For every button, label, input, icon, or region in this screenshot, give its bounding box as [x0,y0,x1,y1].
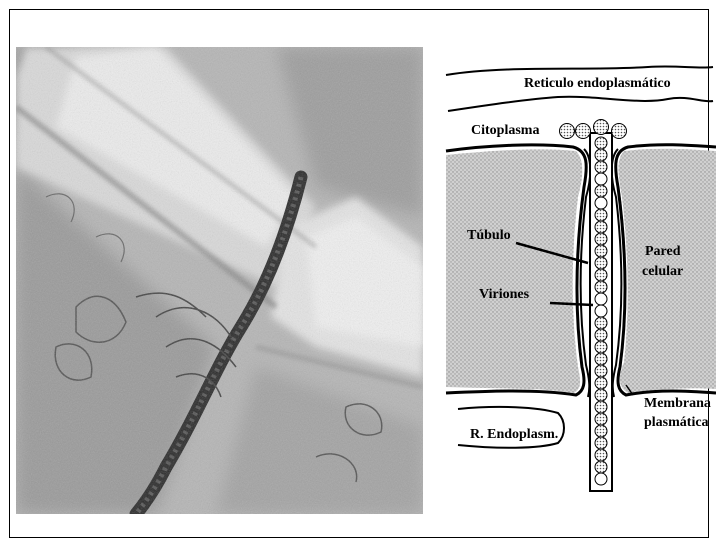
virion-column [595,137,607,485]
label-tubulo: Túbulo [467,228,511,244]
label-reticulo: Reticulo endoplasmático [524,76,671,92]
label-membrana-2: plasmática [644,415,709,431]
label-membrana-1: Membrana [644,396,711,412]
schematic-diagram [428,47,716,514]
label-citoplasma: Citoplasma [471,123,539,139]
label-viriones: Viriones [479,287,529,303]
label-pared-2: celular [642,264,683,280]
label-r-endoplasm: R. Endoplasm. [470,427,558,443]
cell-wall-left [446,149,582,393]
label-pared-1: Pared [645,244,681,260]
electron-micrograph [16,47,423,514]
